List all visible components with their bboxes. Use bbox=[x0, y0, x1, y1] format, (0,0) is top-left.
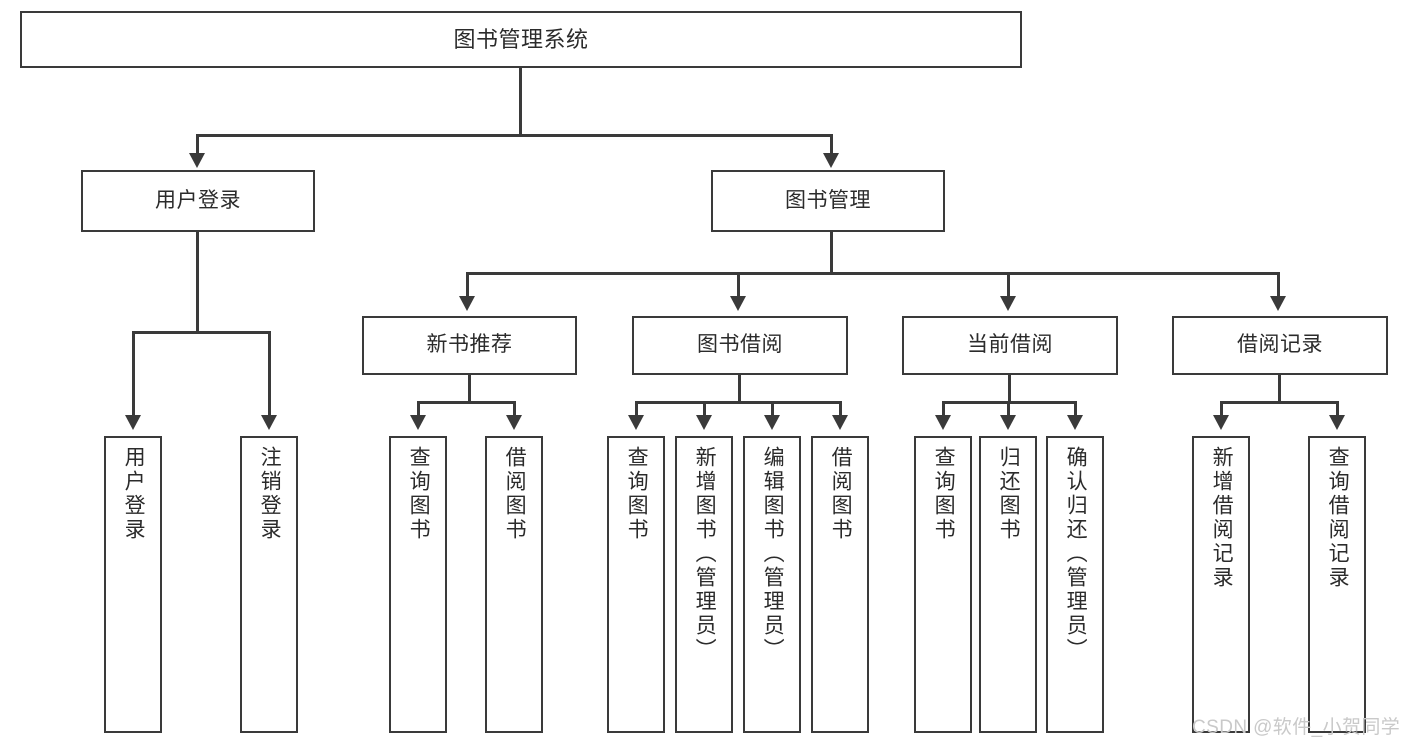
node-leaf-borrow-book-2[interactable]: 借阅图书 bbox=[811, 436, 869, 733]
node-current-borrow[interactable]: 当前借阅 bbox=[902, 316, 1118, 375]
node-user-login[interactable]: 用户登录 bbox=[81, 170, 315, 232]
arrow-br-leaf-2 bbox=[1329, 415, 1345, 430]
arrow-bm-to-borrow-record bbox=[1270, 296, 1286, 311]
edge-new-book-bar bbox=[417, 401, 516, 404]
arrow-cb-leaf-2 bbox=[1000, 415, 1016, 430]
edge-cb-drop-3 bbox=[1074, 401, 1077, 416]
edge-cb-drop-1 bbox=[942, 401, 945, 416]
node-leaf-user-login[interactable]: 用户登录 bbox=[104, 436, 162, 733]
edge-nb-drop-2 bbox=[513, 401, 516, 416]
edge-bm-drop-1 bbox=[466, 272, 469, 297]
arrow-cb-leaf-1 bbox=[935, 415, 951, 430]
node-borrow-record-label: 借阅记录 bbox=[1237, 333, 1323, 357]
edge-root-to-user-login bbox=[196, 134, 199, 154]
edge-current-borrow-trunk bbox=[1008, 375, 1011, 403]
arrow-bb-leaf-1 bbox=[628, 415, 644, 430]
arrow-bb-leaf-4 bbox=[832, 415, 848, 430]
node-leaf-confirm-return-label: 确认归还（管理员） bbox=[1064, 446, 1088, 662]
node-leaf-add-book[interactable]: 新增图书（管理员） bbox=[675, 436, 733, 733]
node-leaf-return-book[interactable]: 归还图书 bbox=[979, 436, 1037, 733]
node-leaf-query-book-3[interactable]: 查询图书 bbox=[914, 436, 972, 733]
edge-user-login-bar bbox=[132, 331, 271, 334]
node-book-management-label: 图书管理 bbox=[785, 188, 871, 212]
edge-book-management-bar bbox=[466, 272, 1280, 275]
node-leaf-borrow-book-2-label: 借阅图书 bbox=[829, 446, 853, 542]
arrow-bb-leaf-3 bbox=[764, 415, 780, 430]
node-leaf-edit-book-label: 编辑图书（管理员） bbox=[761, 446, 785, 662]
edge-user-login-drop-2 bbox=[268, 331, 271, 416]
node-leaf-add-record[interactable]: 新增借阅记录 bbox=[1192, 436, 1250, 733]
arrow-nb-leaf-1 bbox=[410, 415, 426, 430]
node-leaf-add-book-label: 新增图书（管理员） bbox=[693, 446, 717, 662]
arrow-bm-to-book-borrow bbox=[730, 296, 746, 311]
edge-nb-drop-1 bbox=[417, 401, 420, 416]
node-leaf-query-book-2[interactable]: 查询图书 bbox=[607, 436, 665, 733]
arrow-user-login-leaf-2 bbox=[261, 415, 277, 430]
node-leaf-query-book-2-label: 查询图书 bbox=[625, 446, 649, 542]
node-leaf-user-login-label: 用户登录 bbox=[122, 446, 146, 542]
edge-new-book-trunk bbox=[468, 375, 471, 403]
edge-user-login-drop-1 bbox=[132, 331, 135, 416]
edge-bb-drop-3 bbox=[771, 401, 774, 416]
node-leaf-logout[interactable]: 注销登录 bbox=[240, 436, 298, 733]
edge-br-drop-2 bbox=[1336, 401, 1339, 416]
node-book-borrow[interactable]: 图书借阅 bbox=[632, 316, 848, 375]
arrow-br-leaf-1 bbox=[1213, 415, 1229, 430]
edge-book-borrow-trunk bbox=[738, 375, 741, 403]
node-root-label: 图书管理系统 bbox=[453, 26, 589, 52]
edge-book-management-trunk bbox=[830, 232, 833, 274]
arrow-bb-leaf-2 bbox=[696, 415, 712, 430]
edge-root-to-book-management bbox=[830, 134, 833, 154]
node-leaf-confirm-return[interactable]: 确认归还（管理员） bbox=[1046, 436, 1104, 733]
node-current-borrow-label: 当前借阅 bbox=[967, 333, 1053, 357]
edge-book-borrow-bar bbox=[635, 401, 840, 404]
watermark-text: CSDN @软件_小贺同学 bbox=[1192, 717, 1401, 738]
node-leaf-add-record-label: 新增借阅记录 bbox=[1210, 446, 1234, 590]
arrow-user-login-leaf-1 bbox=[125, 415, 141, 430]
node-new-book-recommend[interactable]: 新书推荐 bbox=[362, 316, 577, 375]
edge-borrow-record-bar bbox=[1220, 401, 1339, 404]
edge-bb-drop-4 bbox=[839, 401, 842, 416]
node-leaf-borrow-book-1[interactable]: 借阅图书 bbox=[485, 436, 543, 733]
edge-root-trunk bbox=[519, 67, 522, 136]
edge-bm-drop-4 bbox=[1277, 272, 1280, 297]
edge-cb-drop-2 bbox=[1007, 401, 1010, 416]
node-leaf-return-book-label: 归还图书 bbox=[997, 446, 1021, 542]
node-leaf-borrow-book-1-label: 借阅图书 bbox=[503, 446, 527, 542]
node-leaf-logout-label: 注销登录 bbox=[258, 446, 282, 542]
node-book-management[interactable]: 图书管理 bbox=[711, 170, 945, 232]
edge-user-login-trunk bbox=[196, 232, 199, 333]
edge-br-drop-1 bbox=[1220, 401, 1223, 416]
arrow-root-to-user-login bbox=[189, 153, 205, 168]
arrow-bm-to-current-borrow bbox=[1000, 296, 1016, 311]
edge-bm-drop-2 bbox=[737, 272, 740, 297]
node-leaf-query-book-1-label: 查询图书 bbox=[407, 446, 431, 542]
edge-borrow-record-trunk bbox=[1278, 375, 1281, 403]
node-user-login-label: 用户登录 bbox=[155, 188, 241, 212]
arrow-nb-leaf-2 bbox=[506, 415, 522, 430]
node-leaf-query-book-1[interactable]: 查询图书 bbox=[389, 436, 447, 733]
node-leaf-query-record[interactable]: 查询借阅记录 bbox=[1308, 436, 1366, 733]
edge-root-bar bbox=[196, 134, 833, 137]
arrow-bm-to-new-book bbox=[459, 296, 475, 311]
edge-bb-drop-2 bbox=[703, 401, 706, 416]
node-root-system[interactable]: 图书管理系统 bbox=[20, 11, 1022, 68]
node-book-borrow-label: 图书借阅 bbox=[697, 333, 783, 357]
node-leaf-query-book-3-label: 查询图书 bbox=[932, 446, 956, 542]
edge-bm-drop-3 bbox=[1007, 272, 1010, 297]
node-leaf-query-record-label: 查询借阅记录 bbox=[1326, 446, 1350, 590]
arrow-cb-leaf-3 bbox=[1067, 415, 1083, 430]
arrow-root-to-book-management bbox=[823, 153, 839, 168]
node-borrow-record[interactable]: 借阅记录 bbox=[1172, 316, 1388, 375]
node-leaf-edit-book[interactable]: 编辑图书（管理员） bbox=[743, 436, 801, 733]
edge-bb-drop-1 bbox=[635, 401, 638, 416]
node-new-book-recommend-label: 新书推荐 bbox=[426, 333, 513, 357]
